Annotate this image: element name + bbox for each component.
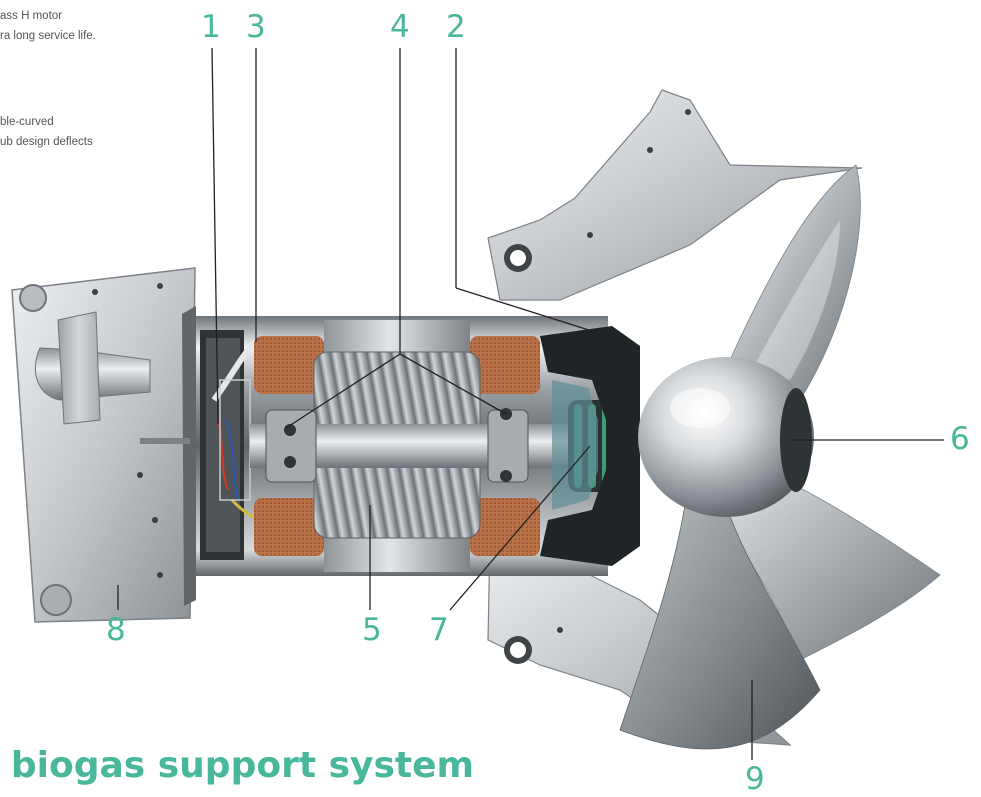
section-heading: l biogas support system <box>0 745 475 786</box>
callout-2: 2 <box>446 9 466 45</box>
leader-line-4c <box>399 353 507 415</box>
feature-note-motor: ass H motor ra long service life. <box>0 6 96 46</box>
feature-note-hub-line-1: ble-curved <box>0 116 54 128</box>
leader-line-2b <box>455 287 615 339</box>
leader-line-1 <box>211 47 219 425</box>
callout-9: 9 <box>745 761 765 797</box>
feature-note-motor-line-1: ass H motor <box>0 10 62 22</box>
leader-lines <box>117 47 944 760</box>
motor-housing <box>196 316 640 576</box>
callout-5: 5 <box>362 612 382 648</box>
feature-note-motor-line-2: ra long service life. <box>0 30 96 42</box>
leader-line-7 <box>449 445 591 611</box>
callout-6: 6 <box>950 421 970 457</box>
callout-7: 7 <box>429 612 449 648</box>
callout-8: 8 <box>106 612 126 648</box>
callout-1: 1 <box>201 9 221 45</box>
feature-note-hub-line-2: ub design deflects <box>0 136 93 148</box>
mounting-bracket <box>11 267 196 623</box>
feature-note-hub: ble-curved ub design deflects <box>0 112 93 152</box>
shaft-and-bearings <box>250 408 610 483</box>
leader-line-4b <box>285 353 401 429</box>
callout-4: 4 <box>390 9 410 45</box>
stator-windings <box>254 320 540 572</box>
callout-3: 3 <box>246 9 266 45</box>
